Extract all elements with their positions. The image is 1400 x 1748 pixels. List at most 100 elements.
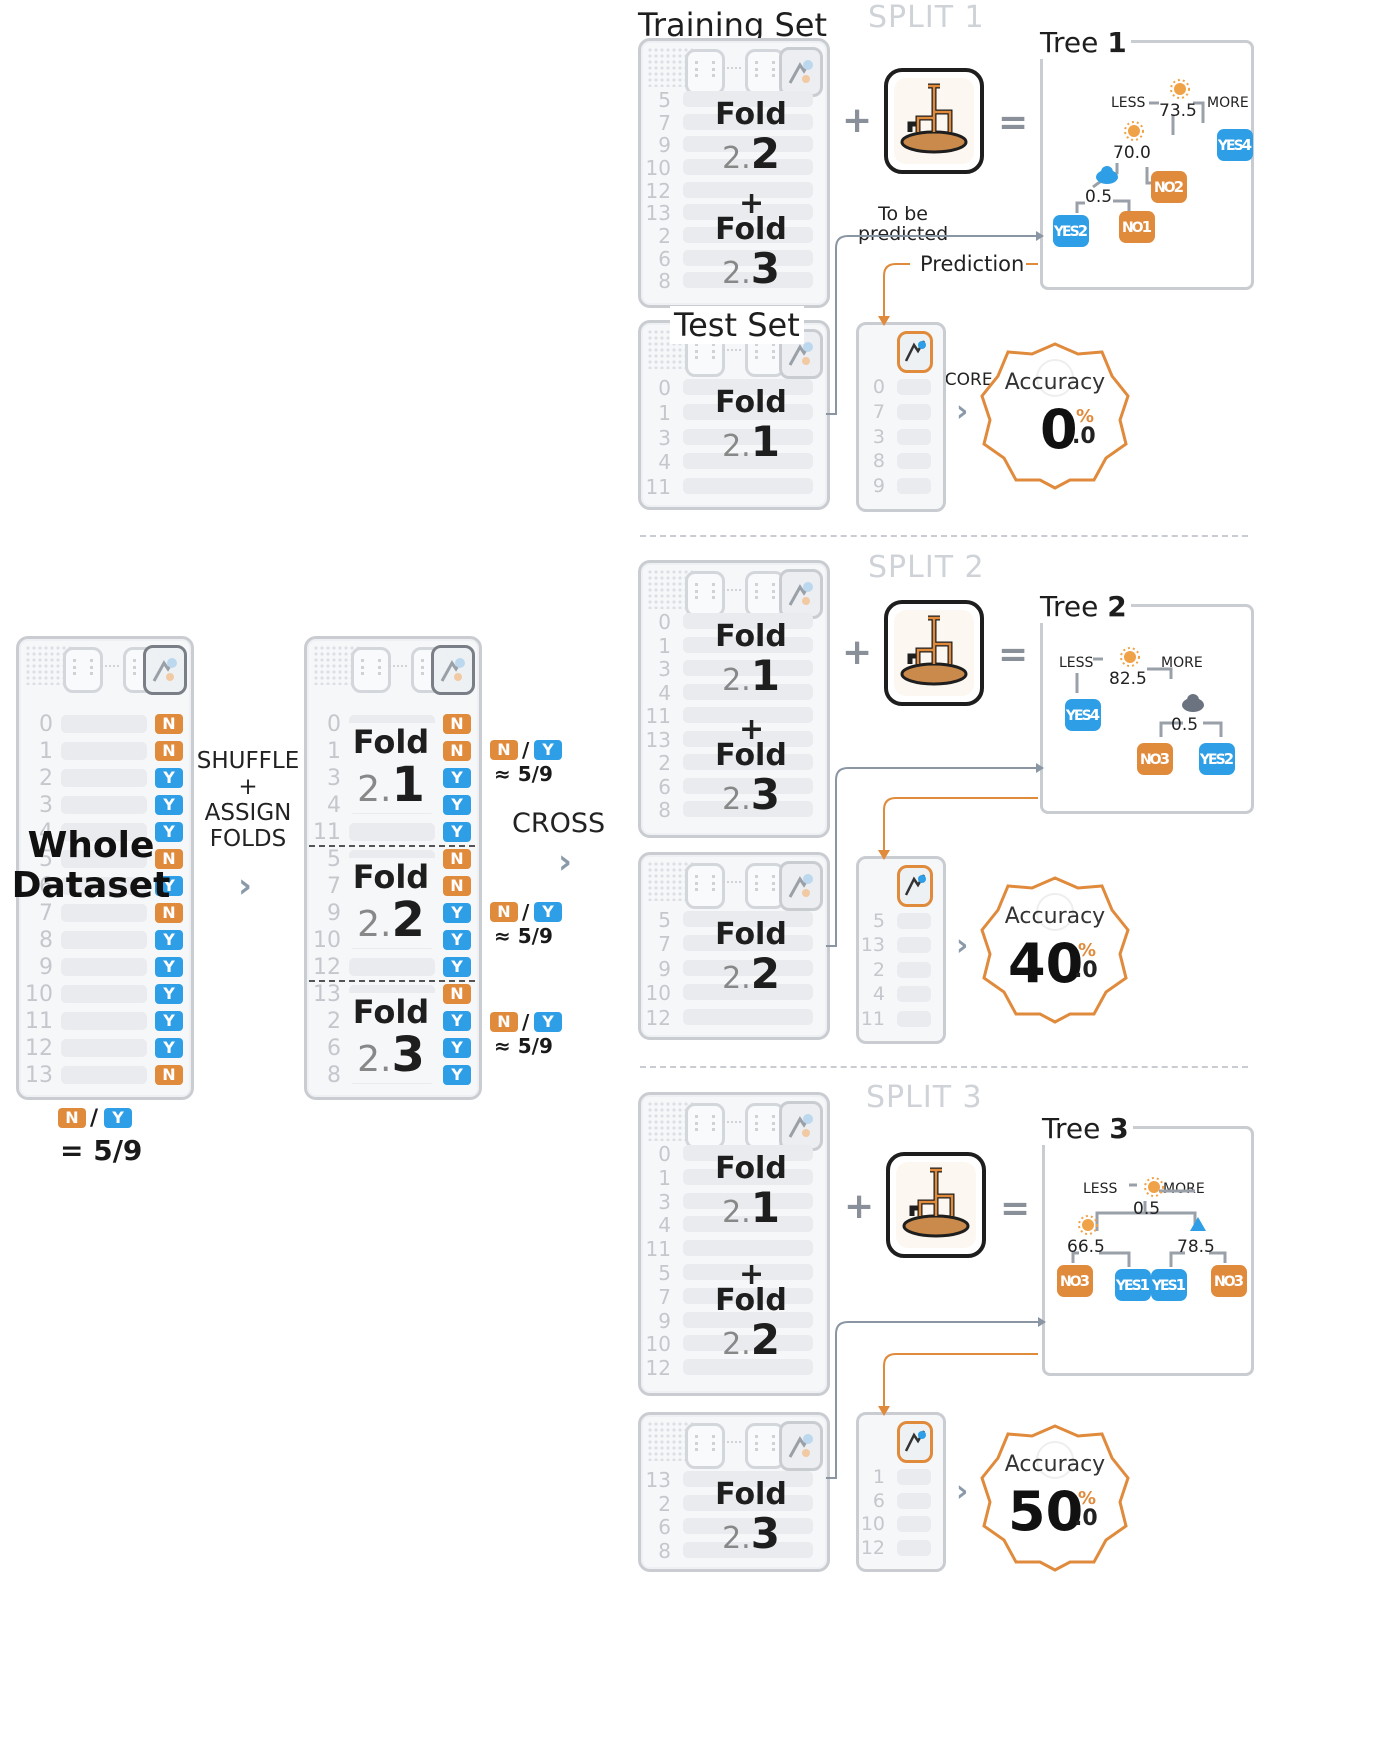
fold-number-prefix: 2. xyxy=(722,1521,751,1556)
fold-number-main: 2 xyxy=(391,892,425,948)
row-bar xyxy=(683,1192,813,1209)
cloud-icon xyxy=(1095,165,1118,185)
split-title: SPLIT 3 xyxy=(866,1080,983,1115)
decision-tree-model-icon xyxy=(884,600,984,706)
row-index: 0 xyxy=(39,712,53,737)
class-badge: Y xyxy=(155,795,183,815)
column-icon xyxy=(745,571,785,617)
row-bar xyxy=(683,984,813,1001)
row-bar xyxy=(897,1010,931,1027)
row-index: 5 xyxy=(327,847,341,872)
node-value: 66.5 xyxy=(1067,1237,1105,1257)
chevron-right-icon: › xyxy=(238,866,253,906)
split1-line-head xyxy=(1036,231,1044,241)
row-bar xyxy=(683,1311,813,1328)
row-bar xyxy=(897,937,931,954)
row-bar xyxy=(683,136,813,153)
row-index: 7 xyxy=(327,874,341,899)
leaf-text: NO xyxy=(1139,752,1162,768)
class-badge: Y xyxy=(155,1011,183,1031)
sun-icon xyxy=(1077,1215,1099,1235)
row-bar xyxy=(683,1335,813,1352)
row-index: 2 xyxy=(658,224,671,248)
row-index: 8 xyxy=(872,450,885,473)
class-badge: Y xyxy=(443,822,471,842)
row-bar xyxy=(897,379,931,395)
split3-test-to-tree-line xyxy=(826,1321,1038,1479)
class-badge: N xyxy=(155,903,183,923)
row-index: 7 xyxy=(658,1284,671,1309)
row-index: 11 xyxy=(645,1237,671,1262)
row-bar xyxy=(61,823,147,841)
column-separator xyxy=(723,1441,741,1443)
row-index: 4 xyxy=(39,820,53,845)
class-badge: N xyxy=(155,714,183,734)
column-separator xyxy=(723,349,741,351)
row-index: 1 xyxy=(872,1466,885,1488)
ratio-value: ≈ 5/9 xyxy=(494,762,553,786)
row-bar xyxy=(683,636,813,653)
row-bar xyxy=(683,935,813,952)
split-separator xyxy=(640,535,1248,537)
node-value: 0.5 xyxy=(1133,1199,1161,1219)
fold-number-main: 1 xyxy=(750,1183,780,1232)
split2-line-head xyxy=(1036,763,1044,773)
row-bar xyxy=(683,227,813,243)
equals-operator: = xyxy=(1000,1188,1031,1229)
row-bar xyxy=(897,1469,931,1485)
chevron-right-icon: › xyxy=(956,394,969,429)
class-badge: Y xyxy=(155,984,183,1004)
leaf-count: 1 xyxy=(1141,218,1153,236)
score-label: SCORE xyxy=(934,370,993,390)
row-index: 6 xyxy=(872,1489,885,1512)
row-index: 1 xyxy=(39,739,53,764)
class-badge: Y xyxy=(443,1065,471,1085)
tree-title: Tree 3 xyxy=(1038,1112,1133,1145)
row-bar xyxy=(683,730,813,747)
fold-label: Fold xyxy=(715,738,787,773)
row-bar xyxy=(61,1066,147,1084)
fold-number-prefix: 2. xyxy=(722,429,751,464)
ratio-yes-badge: Y xyxy=(534,740,562,760)
row-bar xyxy=(683,403,813,420)
row-index: 0 xyxy=(658,1142,671,1166)
row-bar xyxy=(683,911,813,927)
row-bar xyxy=(897,403,931,420)
row-bar xyxy=(683,754,813,771)
sun-icon xyxy=(1119,647,1141,667)
ratio-value: ≈ 5/9 xyxy=(494,924,553,948)
row-index: 11 xyxy=(313,820,341,845)
row-bar xyxy=(61,931,147,949)
fold-number: 2.3 xyxy=(701,244,801,293)
row-bar xyxy=(683,959,813,976)
row-index: 0 xyxy=(658,376,671,400)
leaf-count: 2 xyxy=(1223,750,1235,768)
row-bar xyxy=(683,1541,813,1558)
tree-label: Tree xyxy=(1040,26,1108,59)
rain-drop-icon xyxy=(1187,1215,1209,1235)
row-bar xyxy=(683,1471,813,1487)
row-index: 5 xyxy=(39,847,53,872)
row-index: 4 xyxy=(658,680,671,705)
row-bar xyxy=(61,877,147,895)
fold-number-prefix: 2. xyxy=(722,141,751,176)
fold-number-prefix: 2. xyxy=(722,1195,751,1230)
fold-label: Fold xyxy=(715,97,787,132)
sun-icon xyxy=(1169,79,1191,99)
row-index: 5 xyxy=(872,910,885,932)
accuracy-percent: % xyxy=(1078,1488,1097,1509)
class-badge: N xyxy=(443,876,471,896)
fold-ratio: N/Y≈ 5/9 xyxy=(490,1010,580,1060)
class-badge: Y xyxy=(443,1038,471,1058)
prediction-column-icon xyxy=(897,865,933,907)
decision-tree-model-icon xyxy=(886,1152,986,1258)
fold-number-main: 3 xyxy=(750,770,780,819)
row-bar xyxy=(683,113,813,130)
row-bar xyxy=(61,1012,147,1030)
row-index: 12 xyxy=(313,955,341,980)
ratio-no-badge: N xyxy=(490,902,518,922)
